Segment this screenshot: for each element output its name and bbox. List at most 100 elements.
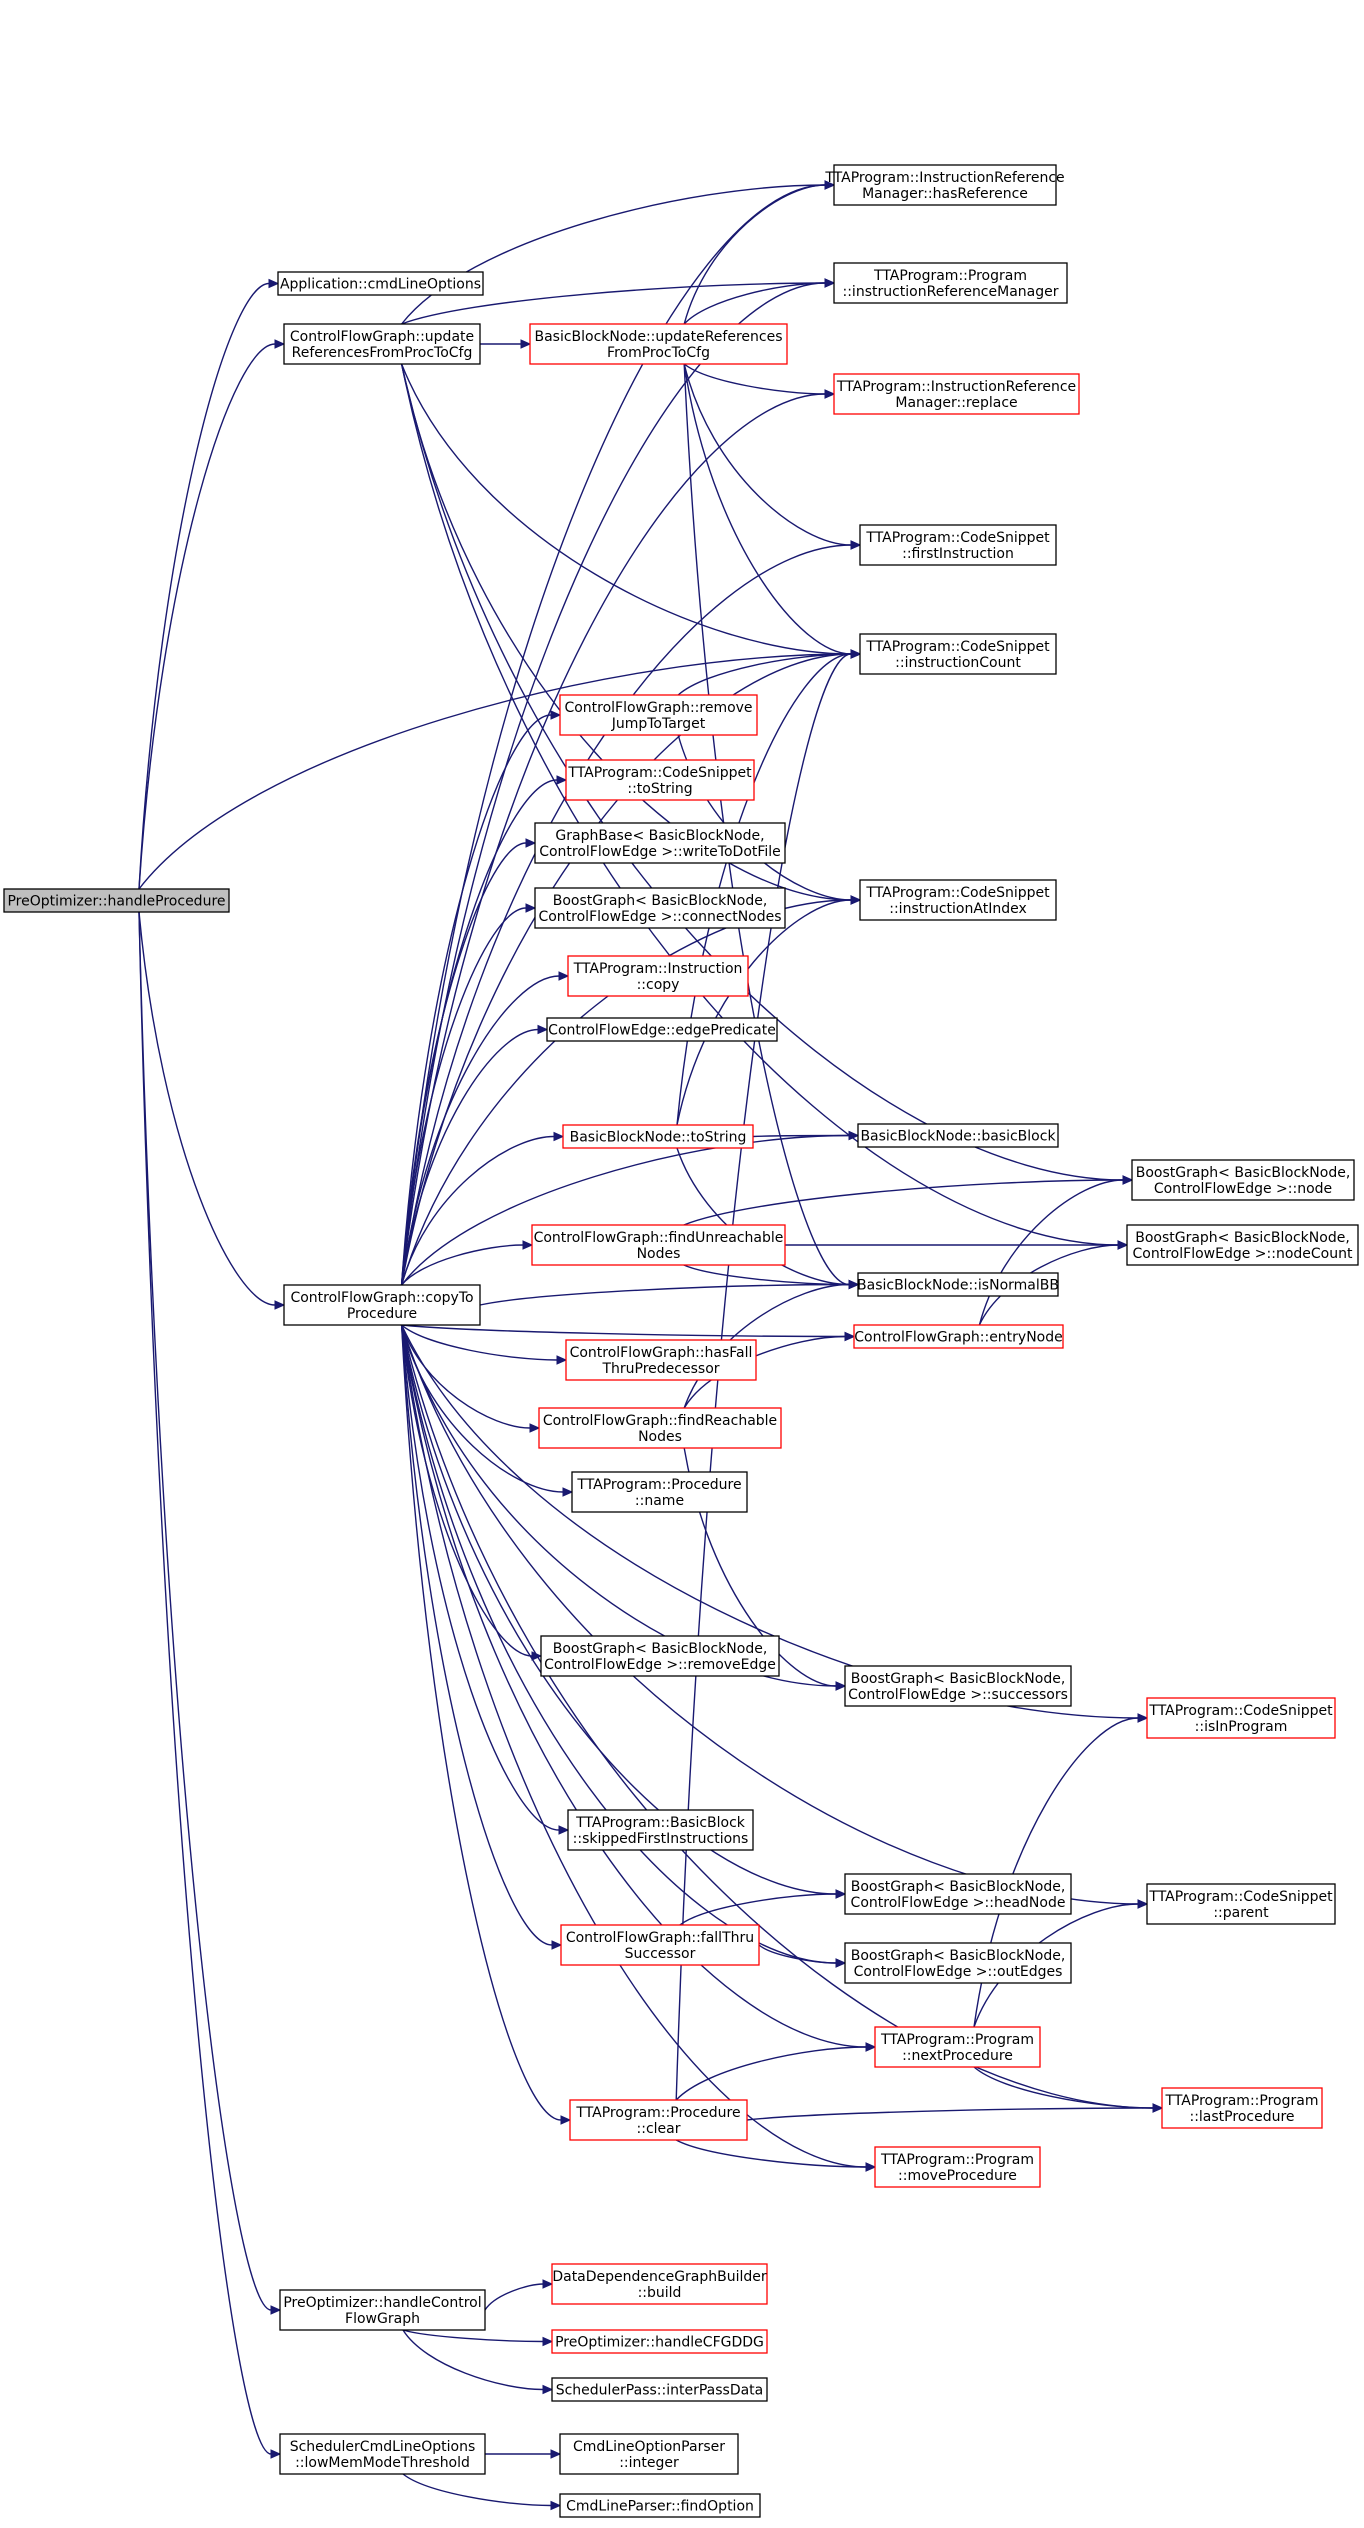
node-first[interactable]: TTAProgram::CodeSnippet::firstInstructio… <box>859 524 1057 566</box>
node-replace[interactable]: TTAProgram::InstructionReferenceManager:… <box>833 373 1080 415</box>
edge-line <box>978 1244 1119 1326</box>
node-succ[interactable]: BoostGraph< BasicBlockNode,ControlFlowEd… <box>844 1665 1072 1707</box>
edge <box>400 710 562 1286</box>
edge-arrowhead <box>558 1825 570 1835</box>
node-label: ThruPredecessor <box>601 1361 719 1377</box>
edge-arrowhead <box>553 1131 565 1142</box>
node-label: ::instructionAtIndex <box>889 901 1026 917</box>
edge <box>484 2449 562 2459</box>
node-bgnode[interactable]: BoostGraph< BasicBlockNode,ControlFlowEd… <box>1131 1159 1355 1201</box>
node-bbupd[interactable]: BasicBlockNode::updateReferencesFromProc… <box>529 323 788 365</box>
node-label: ControlFlowGraph::entryNode <box>854 1330 1063 1346</box>
edge-line <box>400 1324 553 1946</box>
node-integer[interactable]: CmdLineOptionParser::integer <box>559 2433 739 2475</box>
edge <box>479 339 532 349</box>
edge-line <box>973 2066 1154 2109</box>
node-root[interactable]: PreOptimizer::handleProcedure <box>3 888 230 913</box>
edge-line <box>677 653 852 696</box>
edge-line <box>978 1179 1124 1326</box>
edge <box>484 2279 554 2311</box>
node-isnormal[interactable]: BasicBlockNode::isNormalBB <box>857 1272 1059 1297</box>
node-isinprog[interactable]: TTAProgram::CodeSnippet::isInProgram <box>1146 1697 1336 1739</box>
edge-line <box>400 1324 560 1831</box>
edge <box>400 971 570 1286</box>
edge-line <box>400 1324 533 1657</box>
node-pname[interactable]: TTAProgram::Procedure::name <box>571 1471 748 1513</box>
edge <box>400 363 1134 1185</box>
node-label: TTAProgram::CodeSnippet <box>1148 1703 1333 1719</box>
node-outedges[interactable]: BoostGraph< BasicBlockNode,ControlFlowEd… <box>844 1942 1072 1984</box>
node-icopy[interactable]: TTAProgram::Instruction::copy <box>567 955 749 997</box>
node-label: ControlFlowGraph::copyTo <box>290 1290 473 1306</box>
node-label: TTAProgram::InstructionReference <box>836 379 1076 395</box>
node-label: BoostGraph< BasicBlockNode, <box>553 1641 768 1657</box>
node-irm[interactable]: TTAProgram::Program::instructionReferenc… <box>833 262 1068 304</box>
node-interpass[interactable]: SchedulerPass::interPassData <box>551 2377 768 2402</box>
edge <box>401 1324 568 1365</box>
node-cfgupd[interactable]: ControlFlowGraph::updateReferencesFromPr… <box>283 323 481 365</box>
node-headnode[interactable]: BoostGraph< BasicBlockNode,ControlFlowEd… <box>844 1873 1072 1915</box>
node-label: ::firstInstruction <box>902 546 1014 562</box>
edge-line <box>400 714 552 1286</box>
node-box <box>529 323 788 365</box>
node-label: PreOptimizer::handleControl <box>283 2295 481 2311</box>
edge-line <box>400 1324 837 1964</box>
node-label: CmdLineOptionParser <box>573 2439 725 2455</box>
edge <box>400 363 862 659</box>
node-pclear[interactable]: TTAProgram::Procedure::clear <box>569 2099 748 2141</box>
node-parent[interactable]: TTAProgram::CodeSnippet::parent <box>1146 1883 1336 1925</box>
node-label: ControlFlowGraph::update <box>290 329 474 345</box>
edge-arrowhead <box>274 1300 286 1310</box>
node-label: TTAProgram::Program <box>1165 2093 1319 2109</box>
node-hcfgddg[interactable]: PreOptimizer::handleCFGDDG <box>551 2329 768 2354</box>
node-label: ::instructionCount <box>895 655 1021 671</box>
edge-arrowhead <box>542 2336 554 2347</box>
node-label: Manager::hasReference <box>862 186 1028 202</box>
edge-line <box>401 1134 850 1286</box>
edge-line <box>402 2329 544 2343</box>
edge <box>676 895 862 1126</box>
node-nodecount[interactable]: BoostGraph< BasicBlockNode,ControlFlowEd… <box>1126 1224 1359 1266</box>
node-skipped[interactable]: TTAProgram::BasicBlock::skippedFirstInst… <box>567 1809 754 1851</box>
node-bblock[interactable]: BasicBlockNode::basicBlock <box>857 1123 1059 1148</box>
node-lastproc[interactable]: TTAProgram::Program::lastProcedure <box>1161 2087 1323 2129</box>
node-tostring[interactable]: TTAProgram::CodeSnippet::toString <box>565 759 755 801</box>
node-box <box>844 1873 1072 1915</box>
node-label: BasicBlockNode::basicBlock <box>860 1129 1056 1145</box>
node-hasref[interactable]: TTAProgram::InstructionReferenceManager:… <box>824 164 1065 206</box>
node-findopt[interactable]: CmdLineParser::findOption <box>559 2493 761 2518</box>
node-ddgb[interactable]: DataDependenceGraphBuilder::build <box>551 2263 768 2305</box>
node-box <box>283 323 481 365</box>
node-connect[interactable]: BoostGraph< BasicBlockNode,ControlFlowEd… <box>534 887 786 929</box>
node-rmedge[interactable]: BoostGraph< BasicBlockNode,ControlFlowEd… <box>540 1635 780 1677</box>
node-icount[interactable]: TTAProgram::CodeSnippet::instructionCoun… <box>859 633 1057 675</box>
node-lowmem[interactable]: SchedulerCmdLineOptions::lowMemModeThres… <box>279 2433 486 2475</box>
edge-arrowhead <box>522 1240 534 1250</box>
node-iatidx[interactable]: TTAProgram::CodeSnippet::instructionAtIn… <box>859 879 1057 921</box>
node-box <box>546 1017 778 1042</box>
edge-arrowhead <box>865 2042 877 2052</box>
node-edgepred[interactable]: ControlFlowEdge::edgePredicate <box>546 1017 778 1042</box>
node-label: TTAProgram::CodeSnippet <box>865 885 1050 901</box>
node-cmd[interactable]: Application::cmdLineOptions <box>277 271 484 296</box>
node-bbntos[interactable]: BasicBlockNode::toString <box>562 1124 754 1149</box>
node-nextproc[interactable]: TTAProgram::Program::nextProcedure <box>874 2026 1041 2068</box>
node-moveproc[interactable]: TTAProgram::Program::moveProcedure <box>874 2146 1041 2188</box>
node-label: ::build <box>638 2285 682 2301</box>
node-dotfile[interactable]: GraphBase< BasicBlockNode,ControlFlowEdg… <box>534 822 786 864</box>
edge-arrowhead <box>520 339 532 349</box>
edge <box>402 2329 554 2395</box>
node-box <box>853 1324 1064 1349</box>
node-box <box>534 887 786 929</box>
node-box <box>833 164 1057 206</box>
node-entry[interactable]: ControlFlowGraph::entryNode <box>853 1324 1064 1349</box>
edge-line <box>400 1324 531 1429</box>
node-label: Manager::replace <box>895 395 1017 411</box>
